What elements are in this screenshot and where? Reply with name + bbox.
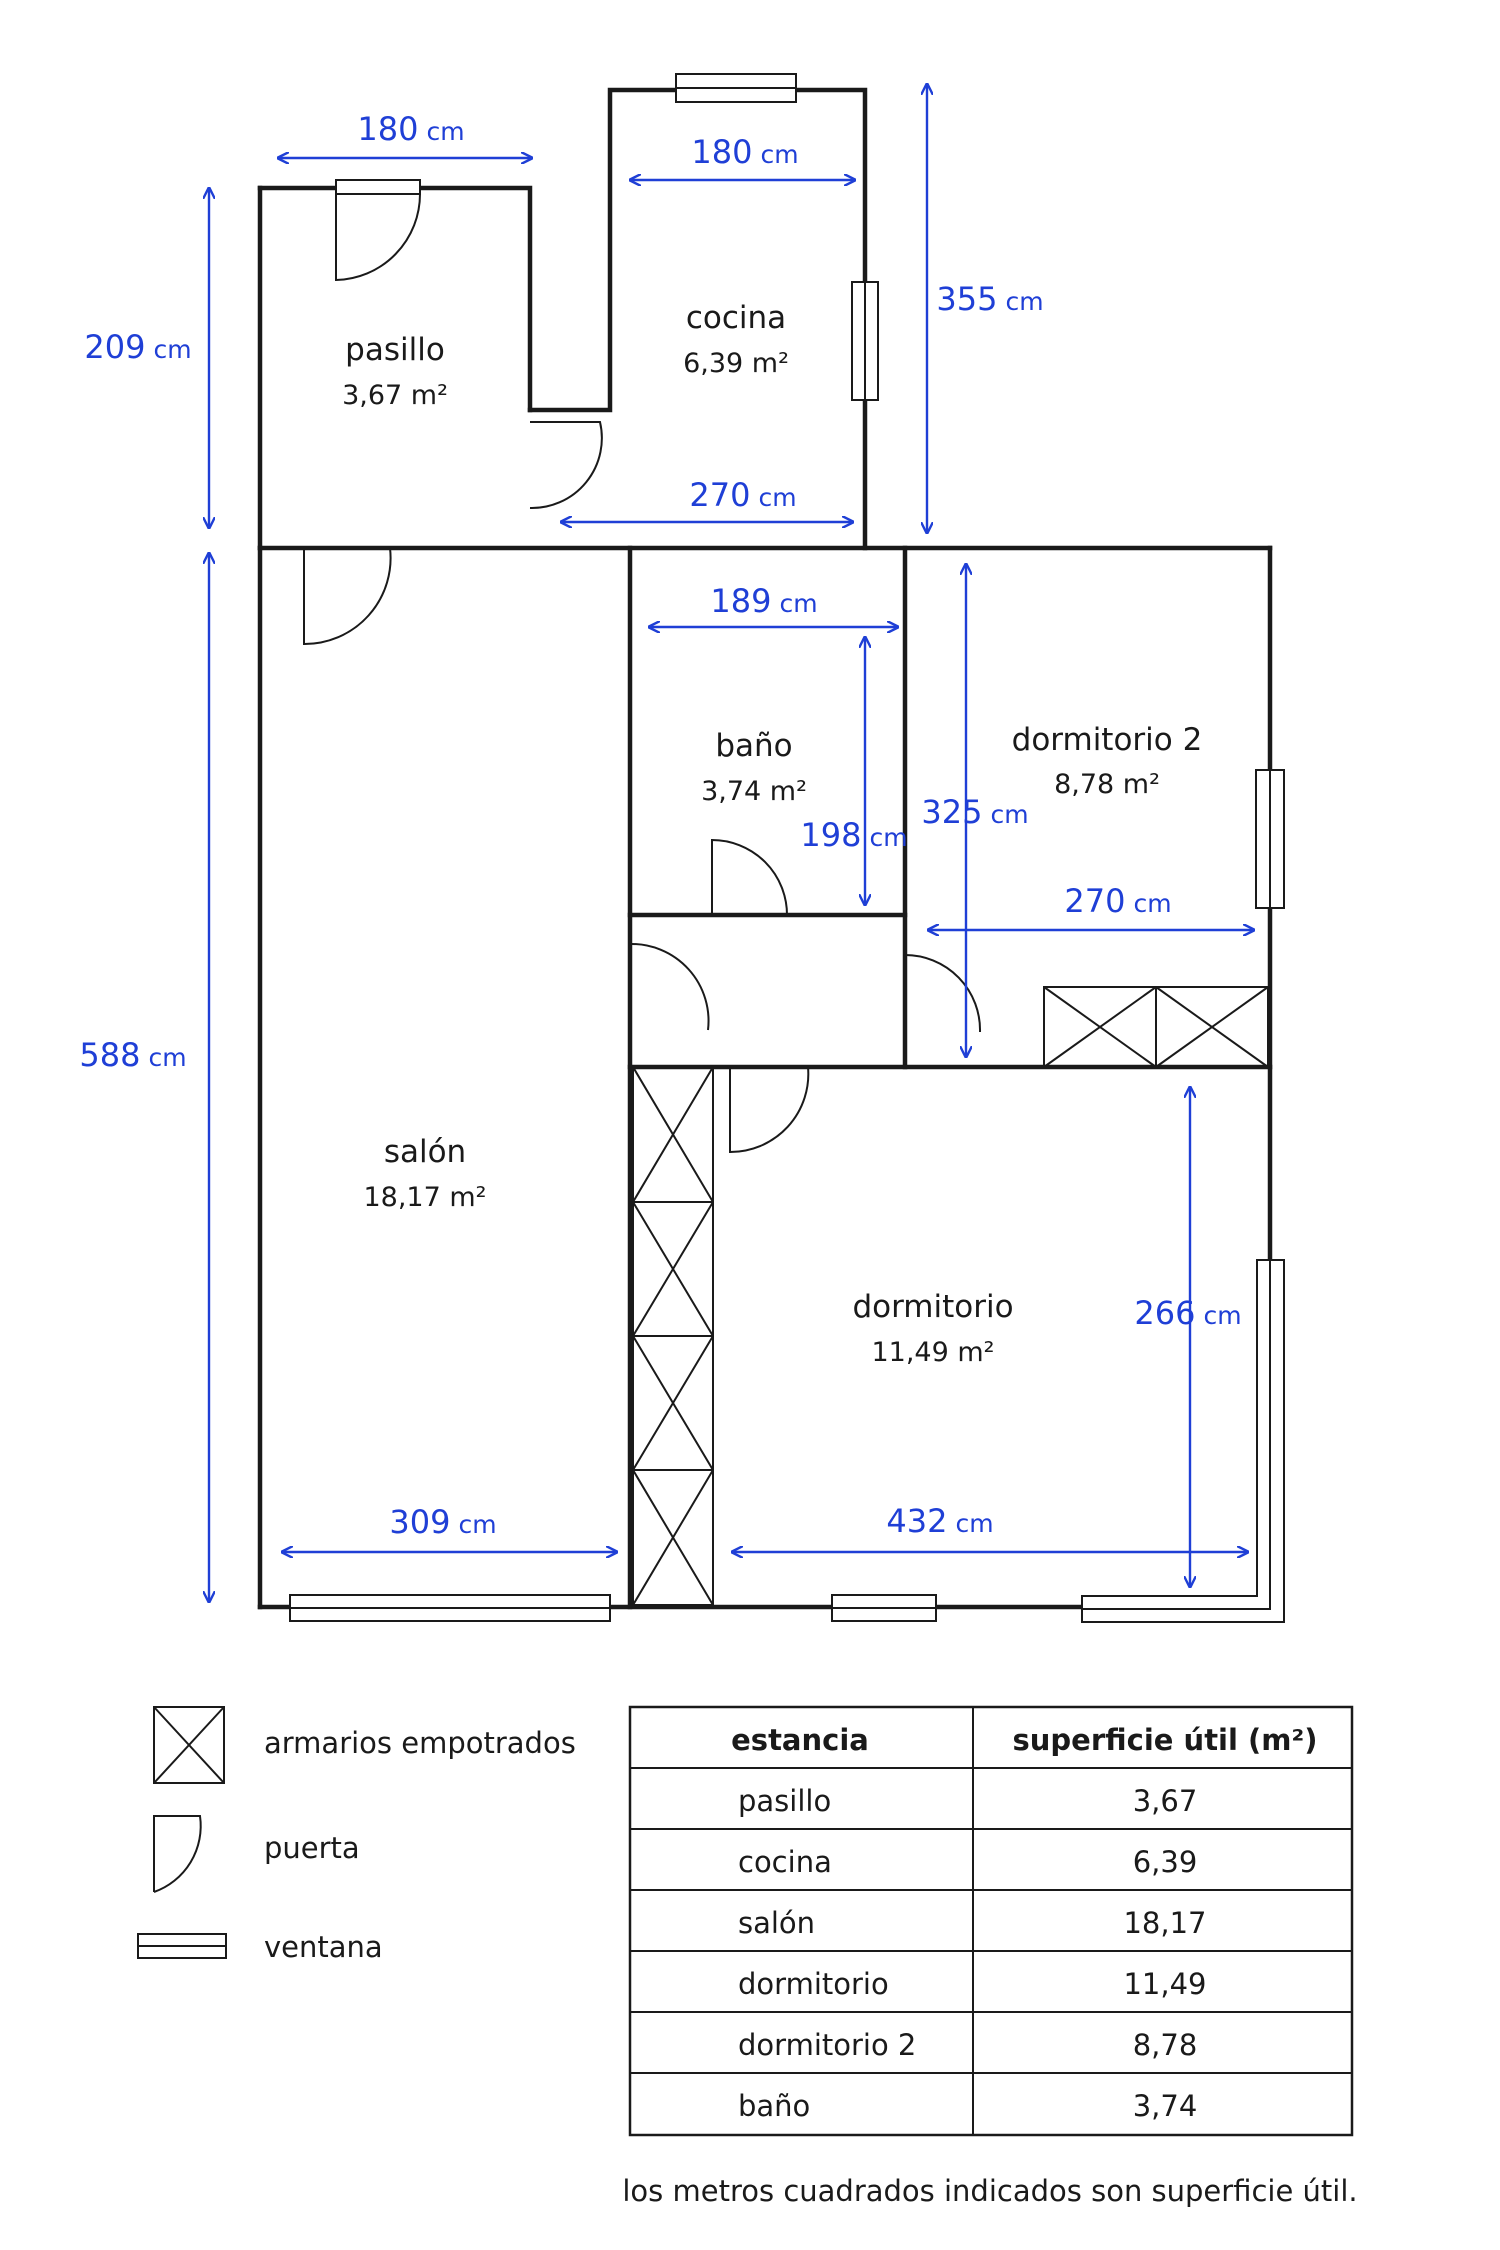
table-header-room: estancia (731, 1723, 869, 1757)
table-cell-area: 8,78 (1133, 2028, 1198, 2062)
table-cell-area: 18,17 (1123, 1906, 1206, 1940)
legend-wardrobe-label: armarios empotrados (264, 1726, 576, 1760)
room-area-pasillo: 3,67 m² (342, 380, 448, 411)
door-dormitorio2 (904, 953, 982, 1033)
windows (289, 73, 1285, 1623)
table-cell-room: salón (738, 1906, 815, 1940)
room-name-cocina: cocina (686, 300, 786, 336)
room-name-salon: salón (384, 1134, 466, 1170)
legend-window-symbol (137, 1933, 227, 1959)
window-cocina-top (675, 73, 797, 103)
room-area-salon: 18,17 m² (363, 1182, 486, 1213)
table-cell-area: 6,39 (1133, 1845, 1198, 1879)
dimension-lines (209, 84, 1254, 1602)
window-dormitorio2 (1255, 769, 1285, 909)
table-cell-area: 3,74 (1133, 2089, 1198, 2123)
legend-wardrobe-symbol (153, 1706, 225, 1784)
footnote: los metros cuadrados indicados son super… (622, 2174, 1357, 2208)
room-name-dormitorio: dormitorio (852, 1289, 1013, 1325)
table-cell-room: baño (738, 2089, 810, 2123)
wardrobe-dormitorio (632, 1066, 714, 1606)
room-name-dormitorio2: dormitorio 2 (1012, 722, 1203, 758)
wall-pasillo (257, 185, 533, 413)
table-cell-room: cocina (738, 1845, 832, 1879)
legend-door-label: puerta (264, 1831, 360, 1865)
room-area-dormitorio: 11,49 m² (871, 1337, 994, 1368)
area-table: estancia superficie útil (m²) pasillo 3,… (628, 1705, 1354, 2137)
room-area-dormitorio2: 8,78 m² (1054, 769, 1160, 800)
wardrobes (632, 986, 1269, 1606)
room-labels: pasillo 3,67 m² cocina 6,39 m² baño 3,74… (342, 300, 1202, 1368)
legend-door-symbol (153, 1815, 202, 1893)
room-name-pasillo: pasillo (345, 332, 445, 368)
door-bano (711, 838, 788, 916)
window-dormitorio-corner (1081, 1259, 1285, 1623)
room-name-bano: baño (715, 728, 792, 764)
window-cocina-right (851, 281, 879, 401)
table-cell-room: dormitorio (738, 1967, 889, 2001)
room-area-bano: 3,74 m² (701, 776, 807, 807)
door-pasillo-cocina (529, 421, 603, 510)
legend: armarios empotrados puerta ventana (137, 1706, 576, 1964)
window-salon (289, 1594, 611, 1622)
wall-cocina (527, 87, 868, 551)
door-salon (303, 547, 392, 646)
door-dormitorio (729, 1066, 810, 1154)
doors (303, 179, 982, 1154)
room-area-cocina: 6,39 m² (683, 348, 789, 379)
table-header-area: superficie útil (m²) (1013, 1723, 1318, 1757)
table-cell-area: 11,49 (1123, 1967, 1206, 2001)
table-cell-room: dormitorio 2 (738, 2028, 916, 2062)
door-pasillo-entry (335, 179, 421, 282)
window-dormitorio-bottom (831, 1594, 937, 1622)
table-cell-area: 3,67 (1133, 1784, 1198, 1818)
door-hall-left (629, 942, 710, 1031)
table-cell-room: pasillo (738, 1784, 831, 1818)
wardrobe-dormitorio2 (1043, 986, 1269, 1068)
legend-window-label: ventana (264, 1930, 383, 1964)
